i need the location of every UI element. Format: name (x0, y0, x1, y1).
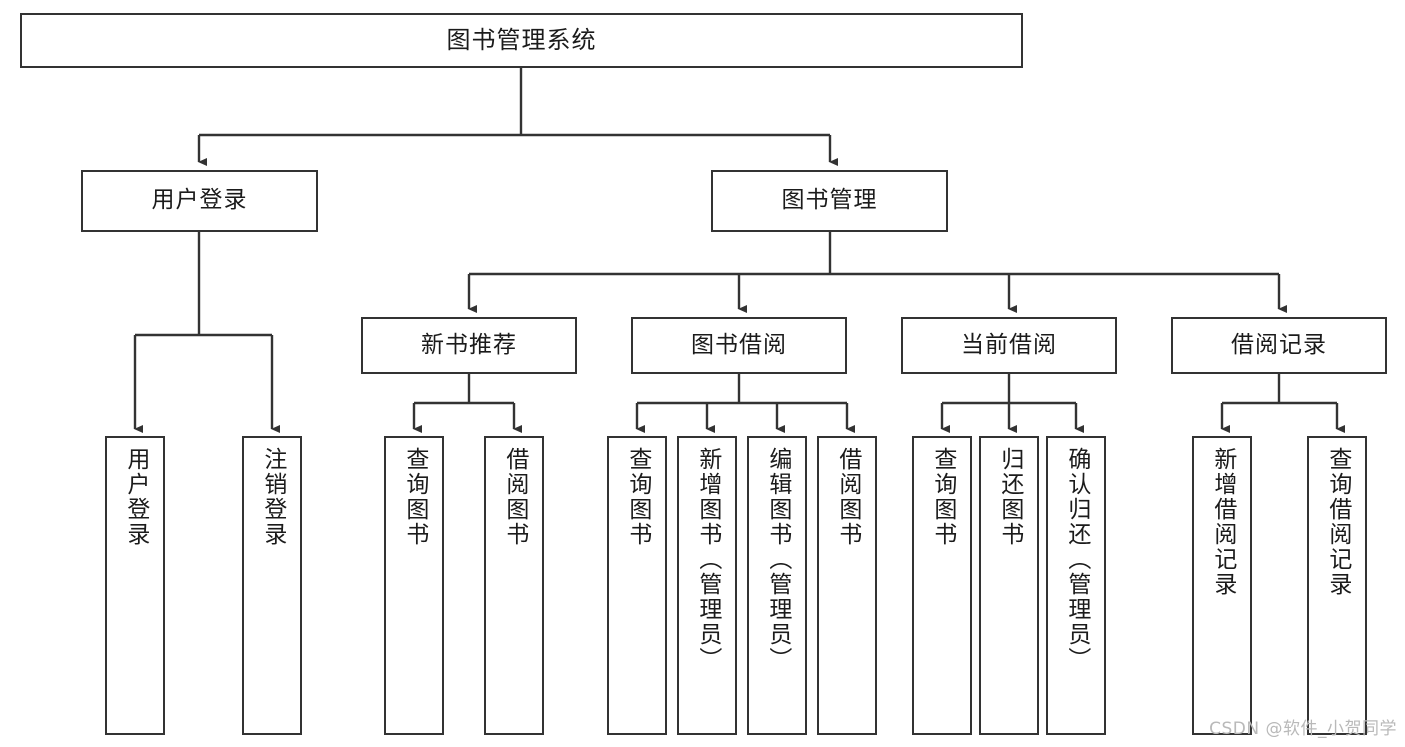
node-label: 查询图书 (929, 447, 956, 547)
node-label: 新增借阅记录 (1209, 447, 1236, 597)
node-label: 新增图书（管理员） (694, 447, 721, 672)
node-root-book-management-system[interactable]: 图书管理系统 (20, 13, 1023, 68)
node-leaf-current-confirm-return-admin[interactable]: 确认归还（管理员） (1046, 436, 1106, 735)
node-leaf-borrow-add-book-admin[interactable]: 新增图书（管理员） (677, 436, 737, 735)
node-leaf-current-query-book[interactable]: 查询图书 (912, 436, 972, 735)
node-new-book-recommend[interactable]: 新书推荐 (361, 317, 577, 374)
node-user-login[interactable]: 用户登录 (81, 170, 318, 232)
node-leaf-record-add-record[interactable]: 新增借阅记录 (1192, 436, 1252, 735)
node-leaf-recommend-borrow-book[interactable]: 借阅图书 (484, 436, 544, 735)
node-label: 用户登录 (151, 187, 248, 214)
node-leaf-borrow-edit-book-admin[interactable]: 编辑图书（管理员） (747, 436, 807, 735)
node-label: 借阅图书 (501, 447, 528, 547)
node-leaf-borrow-borrow-book[interactable]: 借阅图书 (817, 436, 877, 735)
node-label: 查询图书 (401, 447, 428, 547)
node-label: 图书借阅 (691, 331, 787, 358)
node-borrow-record[interactable]: 借阅记录 (1171, 317, 1387, 374)
node-leaf-user-login-logout[interactable]: 注销登录 (242, 436, 302, 735)
node-label: 编辑图书（管理员） (764, 447, 791, 672)
node-leaf-record-query-record[interactable]: 查询借阅记录 (1307, 436, 1367, 735)
node-leaf-recommend-query-book[interactable]: 查询图书 (384, 436, 444, 735)
node-current-borrow[interactable]: 当前借阅 (901, 317, 1117, 374)
node-label: 当前借阅 (961, 331, 1057, 358)
node-label: 查询借阅记录 (1324, 447, 1351, 597)
csdn-watermark: CSDN @软件_小贺同学 (1209, 719, 1397, 739)
node-label: 查询图书 (624, 447, 651, 547)
node-label: 确认归还（管理员） (1063, 447, 1090, 672)
node-book-management[interactable]: 图书管理 (711, 170, 948, 232)
node-leaf-borrow-query-book[interactable]: 查询图书 (607, 436, 667, 735)
node-label: 图书管理系统 (446, 26, 597, 55)
node-label: 借阅记录 (1231, 331, 1327, 358)
node-label: 图书管理 (781, 187, 878, 214)
node-book-borrow[interactable]: 图书借阅 (631, 317, 847, 374)
node-label: 借阅图书 (834, 447, 861, 547)
node-label: 注销登录 (259, 447, 286, 547)
node-label: 用户登录 (122, 447, 149, 547)
node-label: 归还图书 (996, 447, 1023, 547)
node-label: 新书推荐 (421, 331, 517, 358)
node-leaf-current-return-book[interactable]: 归还图书 (979, 436, 1039, 735)
node-leaf-user-login-login[interactable]: 用户登录 (105, 436, 165, 735)
